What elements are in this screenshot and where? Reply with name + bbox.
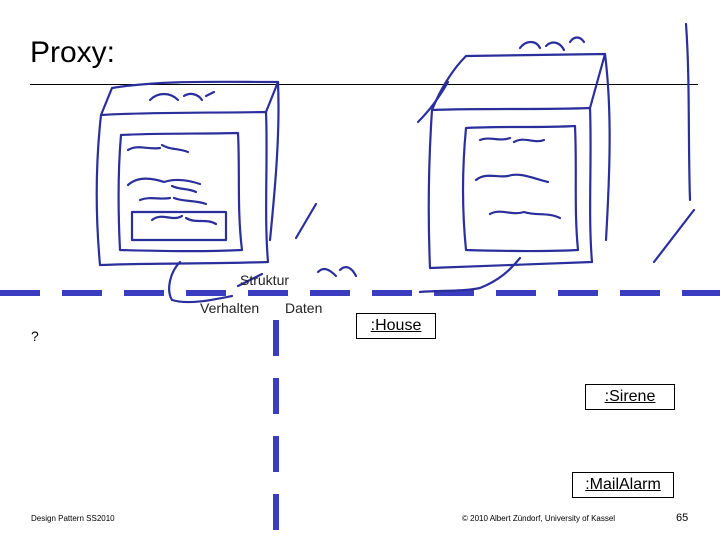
title-divider — [30, 84, 698, 85]
daten-label: Daten — [285, 300, 323, 316]
question-mark: ? — [31, 328, 39, 344]
object-house: :House — [356, 313, 436, 339]
page-number: 65 — [676, 512, 689, 524]
footer-course: Design Pattern SS2010 — [31, 514, 115, 523]
object-mailalarm: :MailAlarm — [572, 472, 674, 498]
verhalten-label: Verhalten — [200, 300, 260, 316]
object-house-label: :House — [370, 317, 422, 334]
object-mailalarm-label: :MailAlarm — [585, 476, 661, 493]
slide-title: Proxy: — [30, 36, 116, 69]
object-sirene-label: :Sirene — [604, 388, 656, 405]
footer-copyright: © 2010 Albert Zündorf, University of Kas… — [462, 514, 616, 523]
object-sirene: :Sirene — [585, 384, 675, 410]
struktur-label: Struktur — [240, 272, 290, 288]
right-box-sketch — [427, 106, 594, 270]
